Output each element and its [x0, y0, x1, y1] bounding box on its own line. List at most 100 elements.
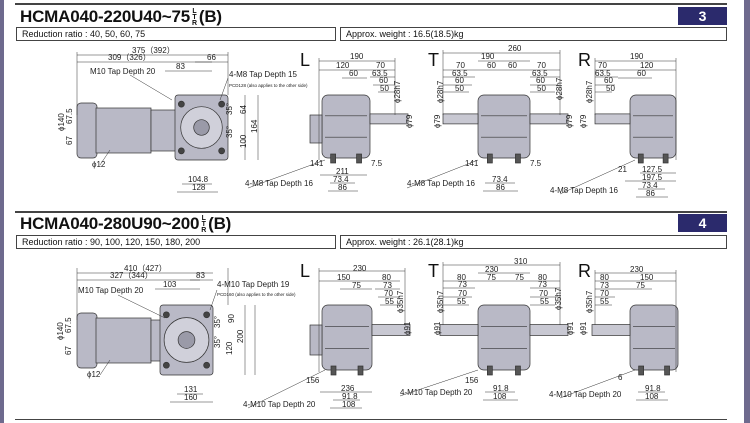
dimension-label: 70	[456, 61, 465, 70]
dimension-label: 80	[600, 273, 609, 282]
output-shaft	[529, 113, 569, 125]
tap-hole-icon	[163, 361, 170, 369]
motor-flange	[150, 109, 178, 152]
dimension-label: 190	[630, 52, 644, 61]
mounting-foot	[664, 365, 670, 376]
page-number-badge: 3	[678, 7, 727, 25]
leader-line	[117, 294, 166, 319]
tap-hole-icon	[218, 100, 225, 108]
dimension-label: 60	[349, 69, 358, 78]
output-shaft	[369, 113, 409, 125]
dimension-label: 60	[455, 76, 464, 85]
dimension-label: 4-M8 Tap Depth 16	[245, 179, 313, 188]
dimension-label: 60	[487, 61, 496, 70]
dimension-label: 141	[310, 159, 324, 168]
output-bore	[177, 331, 196, 349]
mounting-foot	[356, 153, 362, 164]
gearbox-side-body	[321, 304, 373, 371]
dimension-label: ϕ12	[92, 160, 106, 169]
dimension-label: 91.8	[342, 392, 358, 401]
dimension-label: 67.5	[64, 317, 73, 333]
output-bore	[193, 119, 210, 136]
dimension-label: 120	[640, 61, 654, 70]
dimension-label: 108	[645, 392, 659, 401]
output-shaft	[594, 113, 631, 125]
dimension-label: 4-M10 Tap Depth 20	[243, 400, 316, 409]
dimension-label: 60	[637, 69, 646, 78]
dimension-label: 35°	[213, 316, 222, 328]
dimension-label: 104.8	[188, 175, 209, 184]
dimension-label: ϕ35h7	[585, 290, 594, 313]
gearbox-side-body	[629, 304, 679, 371]
dimension-label: 327（344）	[110, 271, 153, 280]
dimension-label: 4-M10 Tap Depth 19	[217, 280, 290, 289]
mounting-foot	[637, 153, 644, 164]
mounting-foot	[487, 365, 493, 376]
dimension-label: 6	[618, 373, 623, 382]
dimension-label: 309（326）	[108, 53, 151, 62]
dimension-label: 86	[496, 183, 505, 192]
dimension-label: 73	[538, 280, 547, 289]
dimension-label: 4-M10 Tap Depth 20	[549, 390, 622, 399]
leader-line	[99, 359, 111, 376]
dimension-label: 410（427）	[124, 264, 167, 273]
dimension-label: 91.8	[493, 384, 509, 393]
dimension-label: 50	[537, 84, 546, 93]
dimension-label: 73.4	[642, 181, 658, 190]
mounting-foot	[330, 153, 336, 164]
dimension-label: 60	[536, 76, 545, 85]
dimension-label: 70	[598, 61, 607, 70]
dimension-label: 197.5	[642, 173, 663, 182]
leader-line	[247, 369, 326, 409]
suffix-l: L	[192, 7, 197, 15]
gearbox-side-body	[629, 94, 677, 159]
dimension-label: M10 Tap Depth 20	[90, 67, 156, 76]
gearbox-side-body	[321, 94, 371, 159]
dimension-label: 60	[379, 76, 388, 85]
dimension-label: ϕ79	[405, 114, 414, 128]
dimension-label: 60	[508, 61, 517, 70]
dimension-label: ϕ79	[579, 114, 588, 128]
dimension-label: 55	[600, 297, 609, 306]
dimension-label: 75	[487, 273, 496, 282]
dimension-label: 75	[636, 281, 645, 290]
dimension-label: 230	[485, 265, 499, 274]
dimension-label: 75	[515, 273, 524, 282]
dimension-label: 7.5	[530, 159, 542, 168]
dimension-label: ϕ91	[433, 321, 442, 335]
bottom-rule	[15, 419, 727, 420]
view-label: L	[300, 50, 310, 70]
page-frame-right	[744, 0, 750, 423]
model-name: HCMA040-280U90~200	[20, 214, 200, 233]
dimension-label: ϕ79	[433, 114, 442, 128]
dimension-label: 108	[493, 392, 507, 401]
dimension-label: 70	[376, 61, 385, 70]
dimension-label: ϕ79	[565, 114, 574, 128]
mounting-foot	[330, 365, 337, 376]
leader-line	[219, 77, 229, 101]
dimension-label: 86	[338, 183, 347, 192]
variant: (B)	[198, 7, 222, 26]
variant: (B)	[208, 214, 232, 233]
page-frame-left	[0, 0, 4, 423]
dimension-label: 4-M10 Tap Depth 20	[400, 388, 473, 397]
dimension-label: ϕ140	[56, 322, 65, 340]
leader-line	[399, 369, 479, 397]
dimension-label: 190	[481, 52, 495, 61]
dimension-label: ϕ12	[87, 370, 101, 379]
dimension-label: 73.4	[492, 175, 508, 184]
view-label: R	[578, 261, 591, 281]
leader-line	[559, 159, 636, 195]
dimension-label: 66	[207, 53, 216, 62]
tap-hole-icon	[178, 147, 185, 155]
model-name: HCMA040-220U40~75	[20, 7, 191, 26]
dimension-label: 63.5	[595, 69, 611, 78]
dimension-label: ϕ35h7	[396, 290, 405, 313]
dimension-label: ϕ91	[566, 321, 575, 335]
dimension-label: ϕ28h7	[585, 80, 594, 103]
dimension-label: 35°	[225, 103, 234, 115]
dimension-label: 4-M8 Tap Depth 16	[550, 186, 618, 195]
